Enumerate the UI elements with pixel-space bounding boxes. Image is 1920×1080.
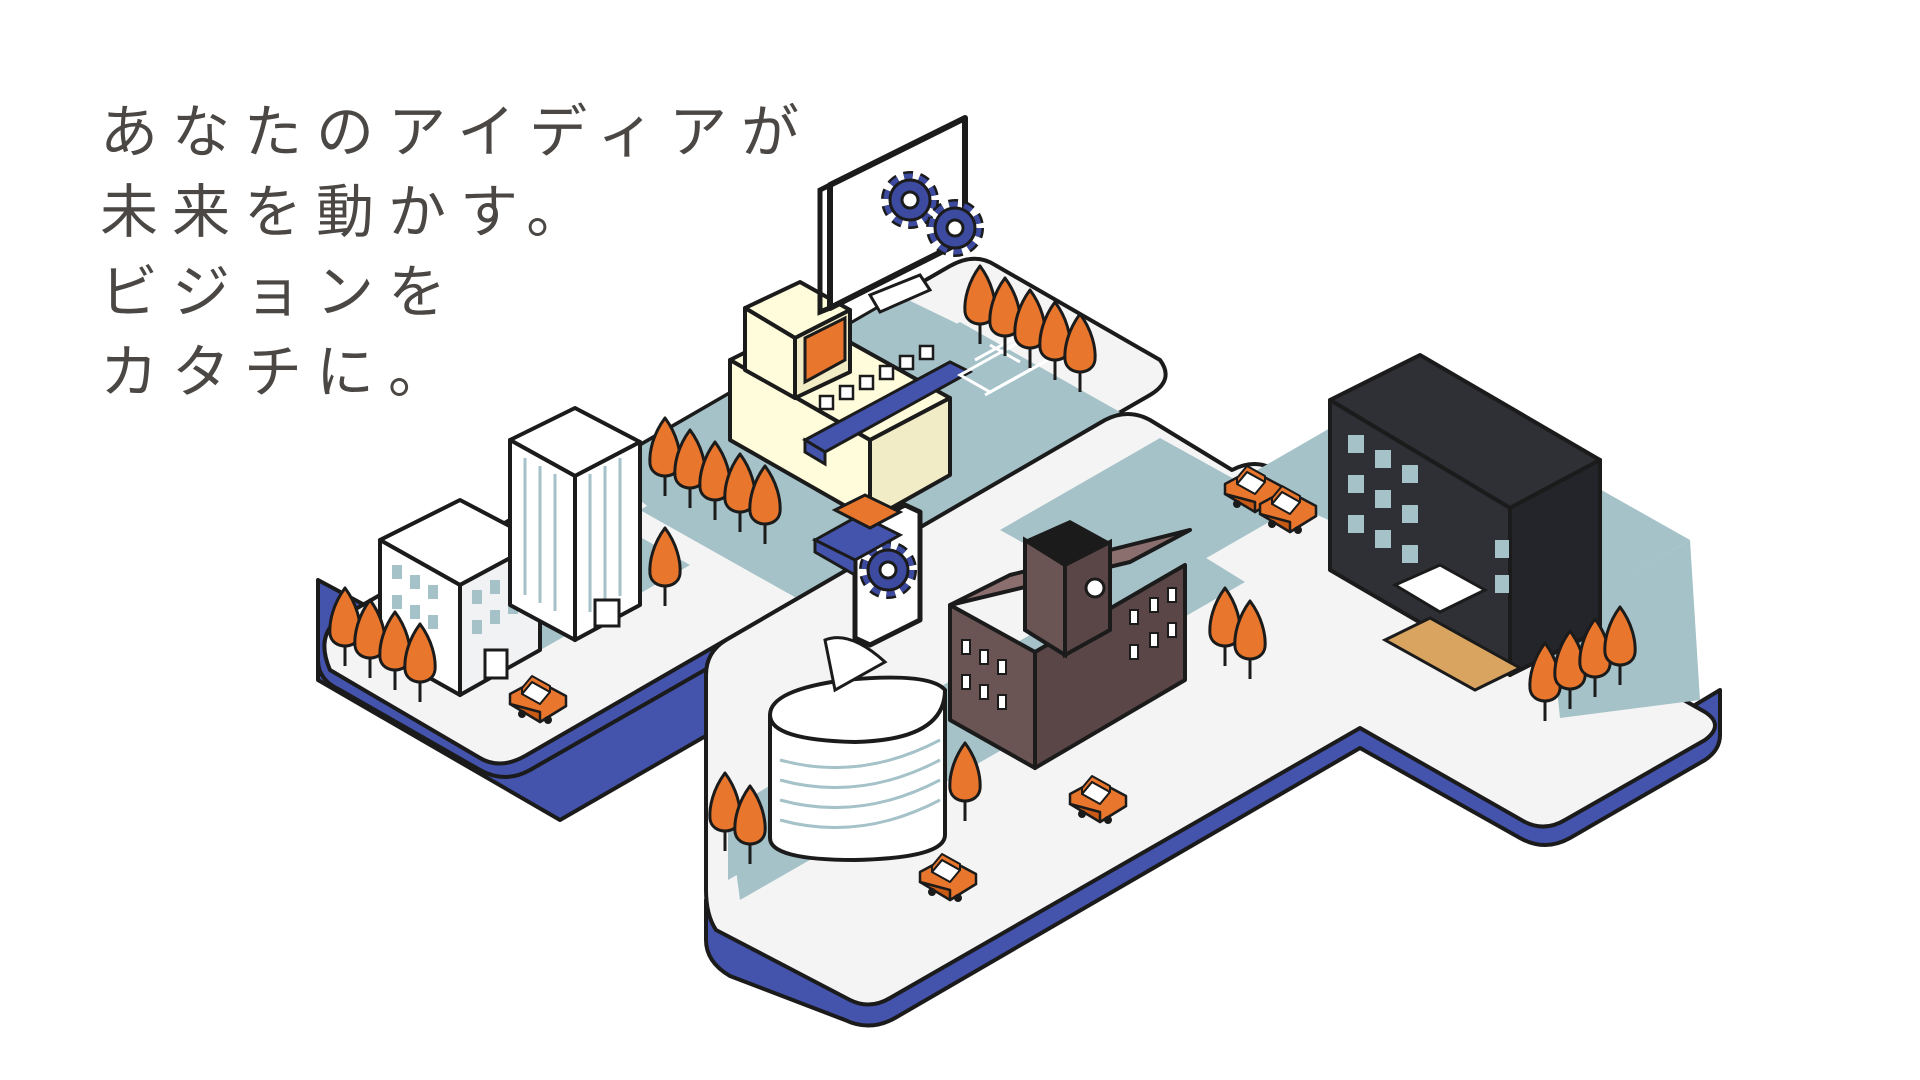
- hero-line-2: 未来を動かす。: [100, 178, 599, 246]
- dark-office-building: [1328, 353, 1602, 692]
- tech-hq-building: [728, 280, 974, 522]
- cylindrical-building: [768, 636, 947, 863]
- office-tower-glass: [508, 406, 642, 642]
- hero-line-3: ビジョンを: [100, 258, 461, 326]
- hero-line-1: あなたのアイディアが: [100, 98, 814, 166]
- hero-line-4: カタチに。: [100, 338, 461, 406]
- hero-copy: あなたのアイディアが 未来を動かす。 ビジョンを カタチに。: [100, 92, 813, 412]
- brick-school-building: [948, 520, 1192, 770]
- monitor-display: [817, 115, 977, 316]
- bus: [811, 493, 904, 578]
